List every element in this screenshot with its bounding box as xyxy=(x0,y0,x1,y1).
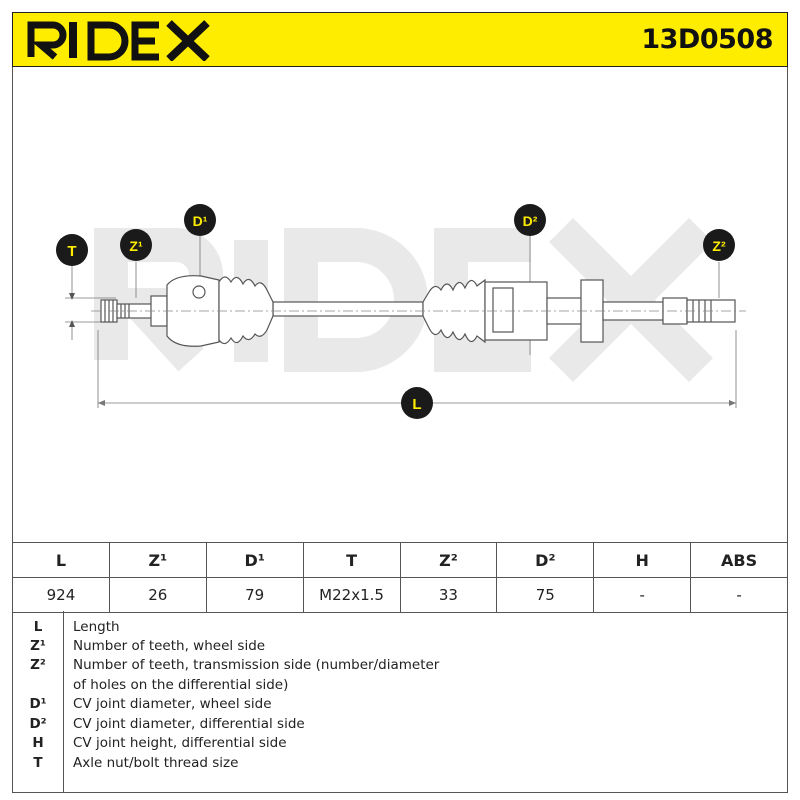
guide-lines xyxy=(65,236,737,408)
legend-desc: of holes on the differential side) xyxy=(73,677,289,693)
legend-item: T Axle nut/bolt thread size xyxy=(13,755,789,774)
drive-shaft-diagram: T Z¹ D¹ D² Z² L xyxy=(56,204,746,419)
table-header-cell: Z² xyxy=(399,542,498,578)
legend-desc: Axle nut/bolt thread size xyxy=(73,755,239,771)
axle-diagram-frame: T Z¹ D¹ D² Z² L xyxy=(12,67,788,542)
part-number: 13D0508 xyxy=(641,24,773,55)
badge-Z2-label: Z² xyxy=(712,238,726,254)
legend-item: D² CV joint diameter, differential side xyxy=(13,716,789,735)
legend-item: Z² Number of teeth, transmission side (n… xyxy=(13,657,789,676)
badge-L: L xyxy=(401,387,433,419)
legend-key: D² xyxy=(29,716,47,732)
table-header-cell: Z¹ xyxy=(108,542,207,578)
legend-divider xyxy=(63,611,64,792)
badge-L-label: L xyxy=(412,396,421,413)
legend-desc: Number of teeth, wheel side xyxy=(73,638,266,654)
table-header-cell: ABS xyxy=(690,542,788,578)
spec-table: L Z¹ D¹ T Z² D² H ABS 924 26 79 M22x1.5 … xyxy=(12,542,788,613)
legend-panel: L Length Z¹ Number of teeth, wheel side … xyxy=(12,611,788,793)
legend-key: T xyxy=(33,755,43,771)
legend-key: H xyxy=(32,735,44,751)
table-value-cell: - xyxy=(593,577,692,613)
table-header-cell: H xyxy=(593,542,692,578)
legend-desc: Length xyxy=(73,619,120,635)
legend-desc: CV joint diameter, differential side xyxy=(73,716,305,732)
badge-T-label: T xyxy=(67,243,76,260)
badge-Z1: Z¹ xyxy=(120,229,152,261)
badge-D2: D² xyxy=(514,204,546,236)
badge-Z1-label: Z¹ xyxy=(129,238,143,254)
legend-item: Z¹ Number of teeth, wheel side xyxy=(13,638,789,657)
table-value-cell: 924 xyxy=(12,577,110,613)
table-header-cell: D¹ xyxy=(205,542,304,578)
table-value-cell: 75 xyxy=(496,577,595,613)
ridex-logo xyxy=(27,20,210,61)
legend-item: D¹ CV joint diameter, wheel side xyxy=(13,696,789,715)
legend-key: D¹ xyxy=(29,696,47,712)
legend-item: of holes on the differential side) xyxy=(13,677,789,696)
badge-T: T xyxy=(56,234,88,266)
table-value-cell: 33 xyxy=(399,577,498,613)
legend-desc: Number of teeth, transmission side (numb… xyxy=(73,657,440,673)
table-value-cell: 79 xyxy=(205,577,304,613)
legend-desc: CV joint height, differential side xyxy=(73,735,287,751)
badge-D1-label: D¹ xyxy=(193,213,208,229)
table-header-cell: L xyxy=(12,542,110,578)
legend-item: L Length xyxy=(13,619,789,638)
header-bar: 13D0508 xyxy=(12,12,788,67)
dimension-arrows xyxy=(69,293,75,327)
legend-item: H CV joint height, differential side xyxy=(13,735,789,754)
badge-D1: D¹ xyxy=(184,204,216,236)
badge-Z2: Z² xyxy=(703,229,735,261)
table-header-cell: T xyxy=(302,542,401,578)
table-value-cell: M22x1.5 xyxy=(302,577,401,613)
table-header-row: L Z¹ D¹ T Z² D² H ABS xyxy=(12,542,788,578)
legend-key: Z¹ xyxy=(30,638,46,654)
legend-key: L xyxy=(33,619,43,635)
table-value-row: 924 26 79 M22x1.5 33 75 - - xyxy=(12,577,788,613)
legend-desc: CV joint diameter, wheel side xyxy=(73,696,272,712)
table-value-cell: - xyxy=(690,577,788,613)
badge-D2-label: D² xyxy=(523,213,538,229)
table-header-cell: D² xyxy=(496,542,595,578)
legend-key: Z² xyxy=(30,657,46,673)
table-value-cell: 26 xyxy=(108,577,207,613)
